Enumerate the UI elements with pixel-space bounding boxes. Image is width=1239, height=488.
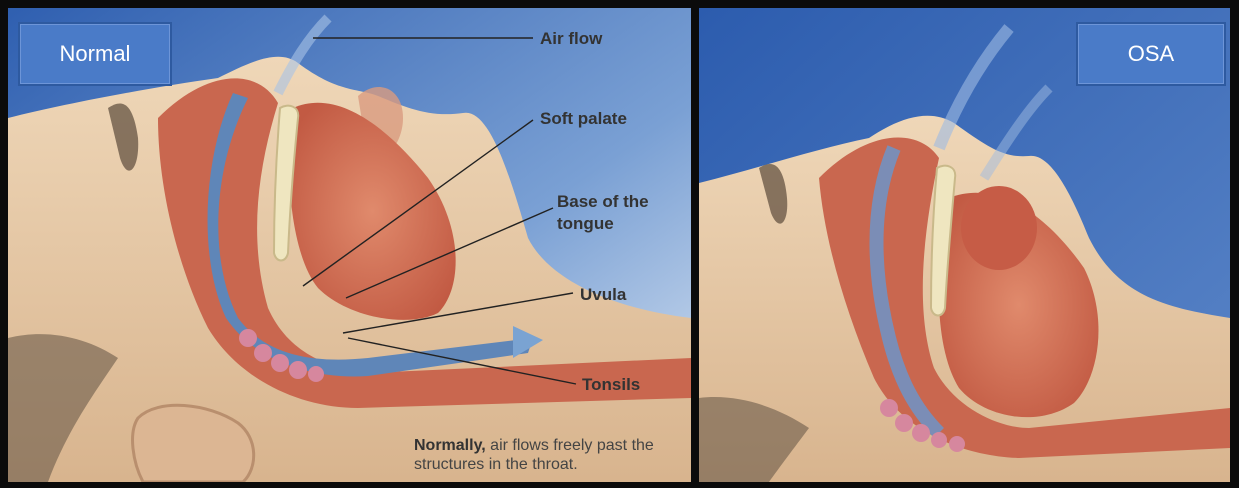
label-soft-palate: Soft palate: [540, 108, 627, 129]
normal-tag: Normal: [18, 22, 172, 86]
label-uvula: Uvula: [580, 284, 626, 305]
label-air-flow: Air flow: [540, 28, 602, 49]
soft-palate: [961, 186, 1037, 270]
osa-tag: OSA: [1076, 22, 1226, 86]
caption-bold: Normally,: [414, 437, 486, 454]
label-tonsils: Tonsils: [582, 374, 640, 395]
normal-panel: Normal Air flow Soft palate Base of the …: [8, 8, 691, 482]
label-base-of-tongue-line1: Base of the: [557, 191, 649, 212]
osa-panel: OSA: [699, 8, 1230, 482]
label-base-of-tongue-line2: tongue: [557, 213, 614, 234]
normal-caption: Normally, air flows freely past the stru…: [414, 436, 684, 474]
